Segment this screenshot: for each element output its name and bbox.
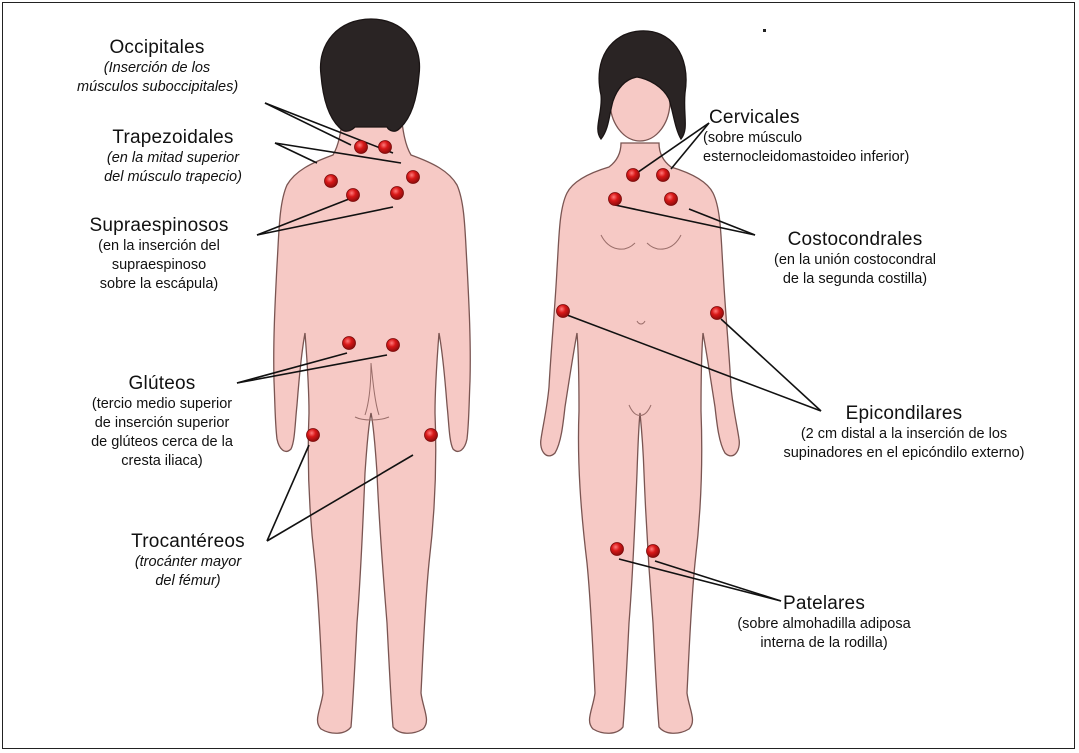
- point-supraspinatus-right: [391, 187, 404, 200]
- back-figure-hair: [321, 19, 420, 131]
- point-costochondral-left: [609, 193, 622, 206]
- point-trapezius-right: [407, 171, 420, 184]
- label-trapezoidales-line1: (en la mitad superior: [73, 149, 273, 168]
- label-supraespinosos: Supraespinosos (en la inserción del supr…: [59, 215, 259, 294]
- label-trapezoidales-line2: del músculo trapecio): [73, 168, 273, 187]
- label-gluteos: Glúteos (tercio medio superior de inserc…: [57, 373, 267, 471]
- stray-mark: [763, 29, 766, 32]
- label-trocantereos-line2: del fémur): [103, 572, 273, 591]
- label-cervicales-title: Cervicales: [703, 107, 1023, 129]
- label-gluteos-line3: de glúteos cerca de la: [57, 433, 267, 452]
- label-occipitales-line2: músculos suboccipitales): [77, 78, 237, 97]
- label-supraespinosos-title: Supraespinosos: [59, 215, 259, 237]
- point-gluteal-right: [387, 339, 400, 352]
- point-trochanter-left: [307, 429, 320, 442]
- label-patelares-line2: interna de la rodilla): [699, 634, 949, 653]
- label-epicondilares: Epicondilares (2 cm distal a la inserció…: [739, 403, 1069, 463]
- label-trapezoidales-title: Trapezoidales: [73, 127, 273, 149]
- back-figure-body: [274, 115, 471, 733]
- label-patelares-title: Patelares: [699, 593, 949, 615]
- point-epicondyle-left: [557, 305, 570, 318]
- point-epicondyle-right: [711, 307, 724, 320]
- label-patelares: Patelares (sobre almohadilla adiposa int…: [699, 593, 949, 653]
- label-costocondrales-title: Costocondrales: [735, 229, 975, 251]
- label-supraespinosos-line2: supraespinoso: [59, 256, 259, 275]
- label-cervicales-line1: (sobre músculo: [703, 129, 1023, 148]
- label-trocantereos: Trocantéreos (trocánter mayor del fémur): [103, 531, 273, 591]
- point-trapezius-left: [325, 175, 338, 188]
- label-epicondilares-line2: supinadores en el epicóndilo externo): [739, 444, 1069, 463]
- label-gluteos-line1: (tercio medio superior: [57, 395, 267, 414]
- label-costocondrales-line1: (en la unión costocondral: [735, 251, 975, 270]
- point-occipital-left: [355, 141, 368, 154]
- label-occipitales-line1: (Inserción de los: [77, 59, 237, 78]
- label-occipitales-title: Occipitales: [77, 37, 237, 59]
- point-trochanter-right: [425, 429, 438, 442]
- point-cervical-left: [627, 169, 640, 182]
- label-occipitales: Occipitales (Inserción de los músculos s…: [77, 37, 237, 97]
- point-gluteal-left: [343, 337, 356, 350]
- point-cervical-right: [657, 169, 670, 182]
- label-trocantereos-title: Trocantéreos: [103, 531, 273, 553]
- label-gluteos-line2: de inserción superior: [57, 414, 267, 433]
- point-knee-right: [647, 545, 660, 558]
- point-costochondral-right: [665, 193, 678, 206]
- label-supraespinosos-line3: sobre la escápula): [59, 275, 259, 294]
- label-cervicales: Cervicales (sobre músculo esternocleidom…: [703, 107, 1023, 167]
- point-occipital-right: [379, 141, 392, 154]
- label-gluteos-title: Glúteos: [57, 373, 267, 395]
- point-knee-left: [611, 543, 624, 556]
- label-trocantereos-line1: (trocánter mayor: [103, 553, 273, 572]
- label-costocondrales: Costocondrales (en la unión costocondral…: [735, 229, 975, 289]
- back-view-figure: [274, 19, 471, 733]
- label-trapezoidales: Trapezoidales (en la mitad superior del …: [73, 127, 273, 187]
- label-epicondilares-title: Epicondilares: [739, 403, 1069, 425]
- point-supraspinatus-left: [347, 189, 360, 202]
- label-patelares-line1: (sobre almohadilla adiposa: [699, 615, 949, 634]
- label-cervicales-line2: esternocleidomastoideo inferior): [703, 148, 1023, 167]
- label-costocondrales-line2: de la segunda costilla): [735, 270, 975, 289]
- label-supraespinosos-line1: (en la inserción del: [59, 237, 259, 256]
- label-gluteos-line4: cresta iliaca): [57, 452, 267, 471]
- label-epicondilares-line1: (2 cm distal a la inserción de los: [739, 425, 1069, 444]
